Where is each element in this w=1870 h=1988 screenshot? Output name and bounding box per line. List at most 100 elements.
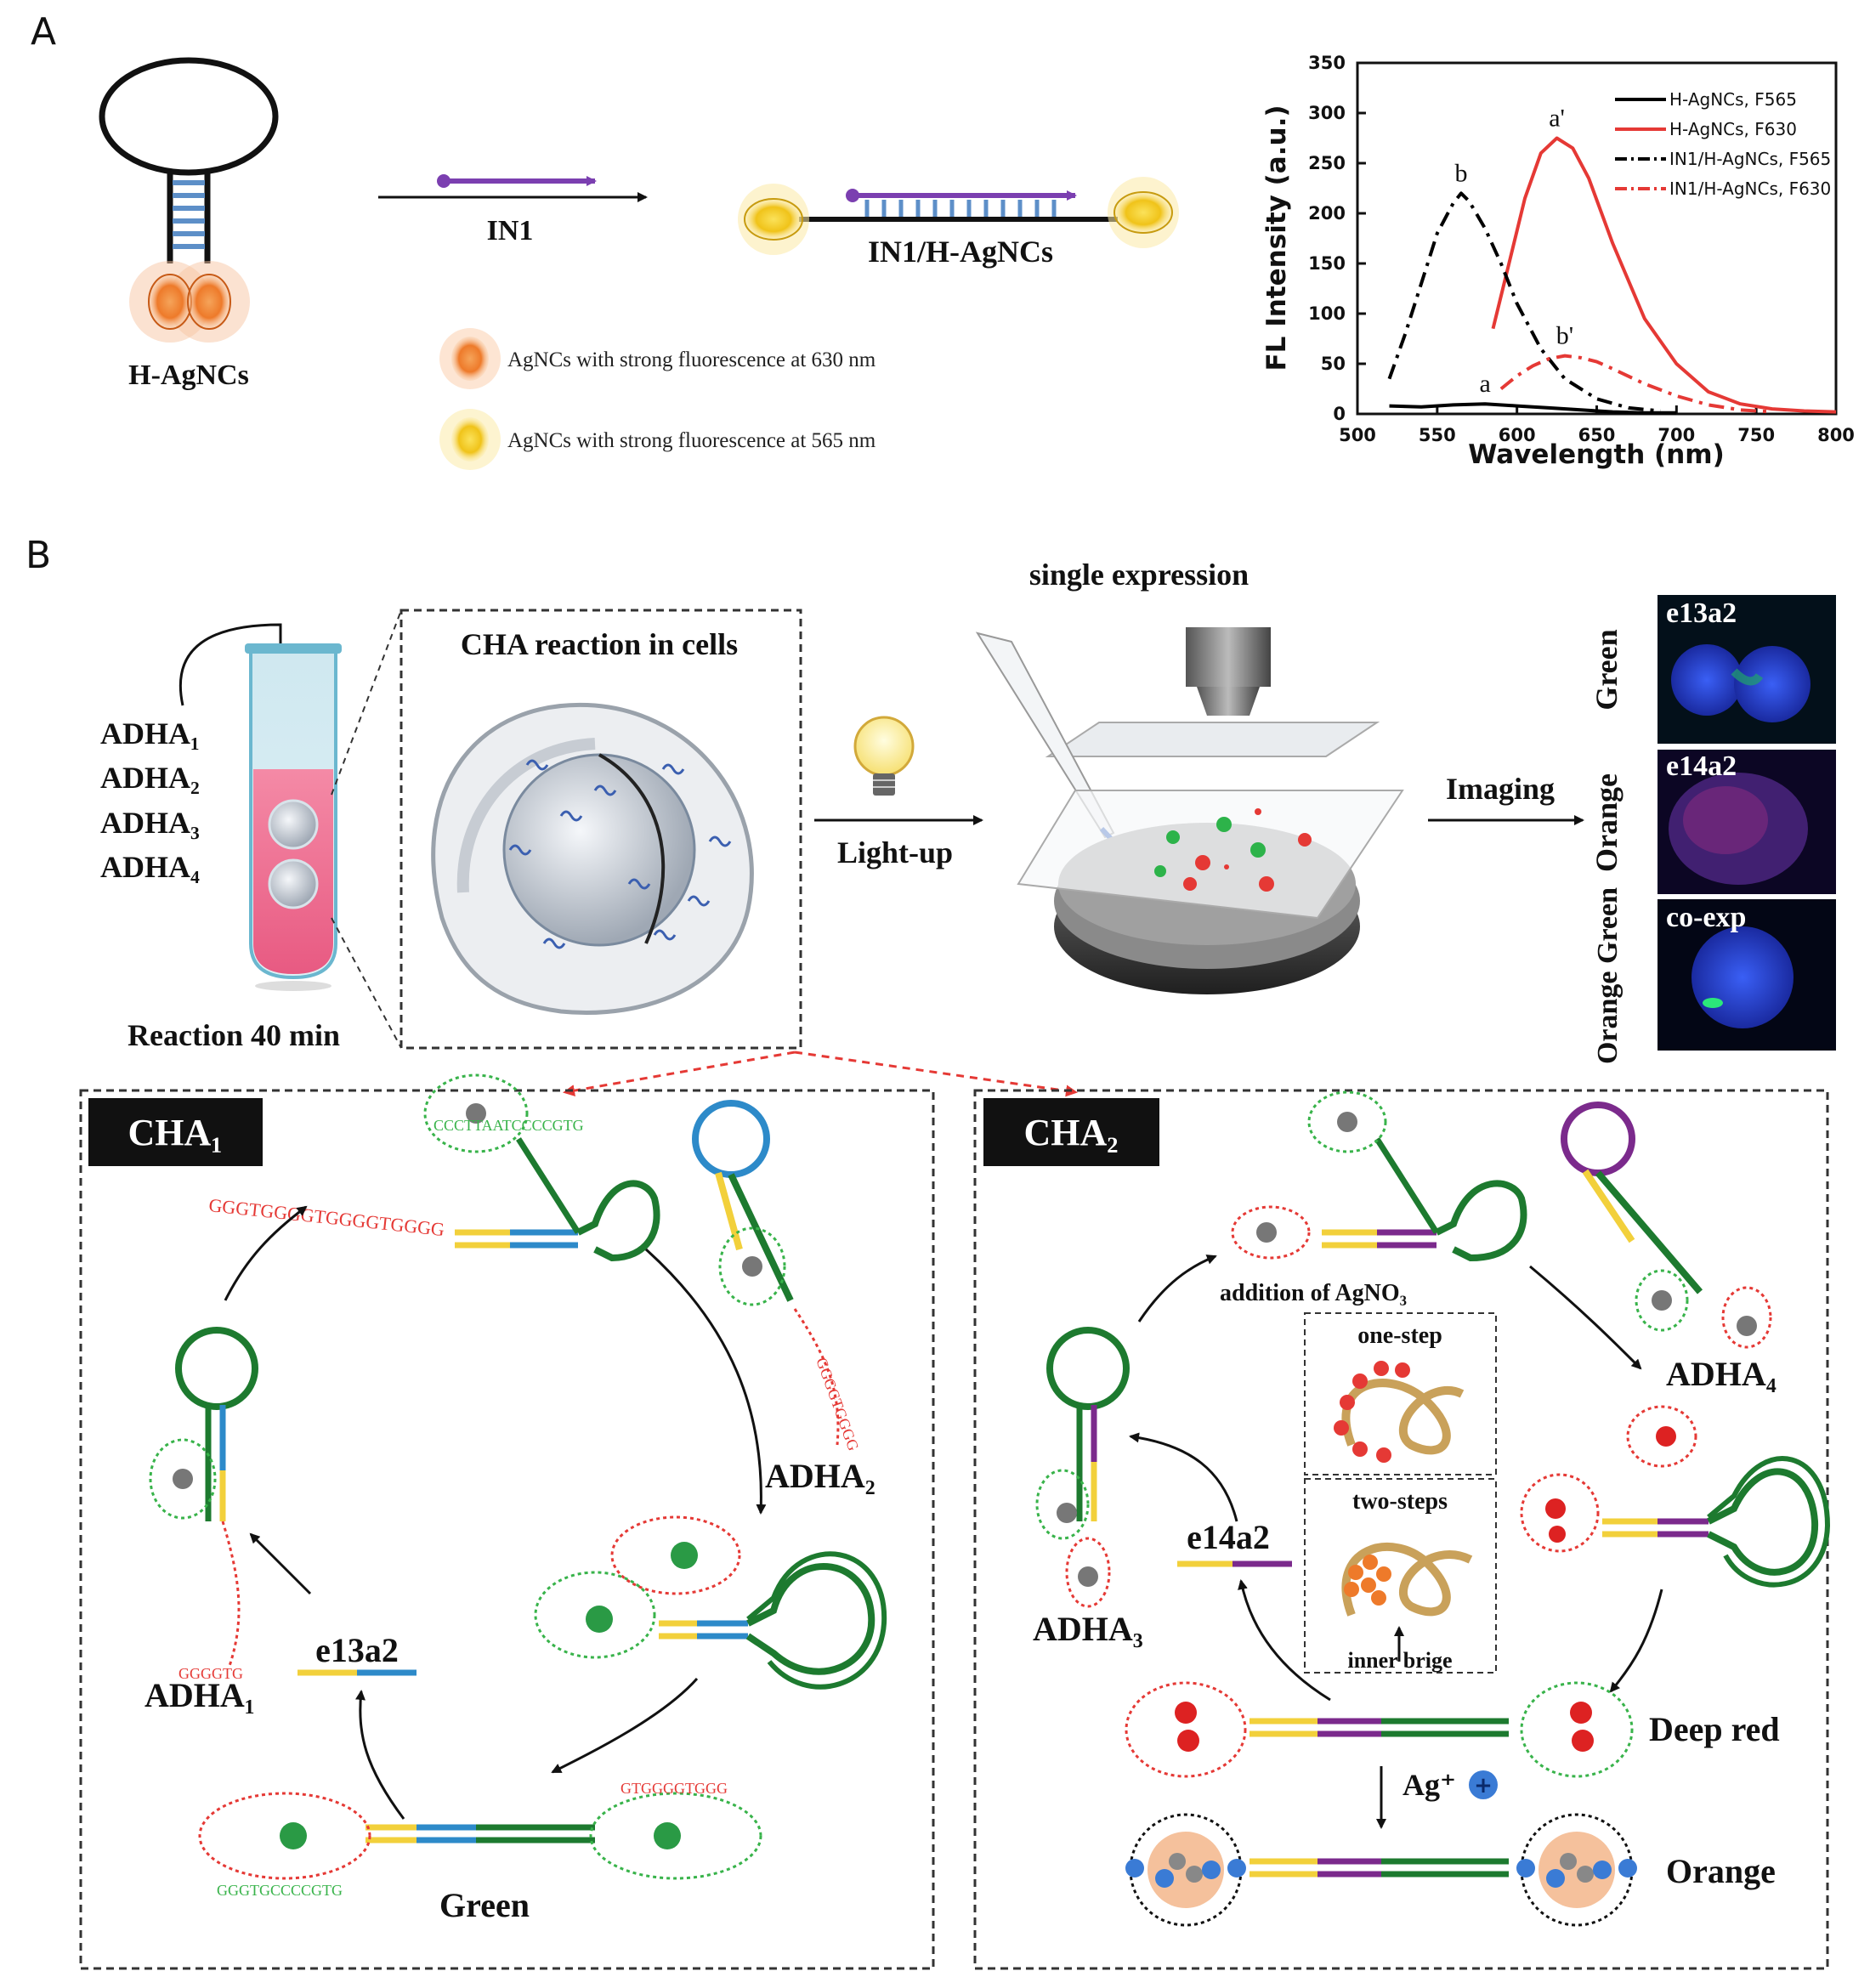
micrograph-e13a2-side: Green (1590, 629, 1624, 710)
cha2-arrow-4 (1129, 1432, 1238, 1522)
cha1-title: CHA₁ (128, 1112, 223, 1153)
cha2-title-bg (983, 1098, 1159, 1166)
cha1-arrow-2 (551, 1678, 699, 1774)
chart-xlabel: Wavelength (nm) (1468, 439, 1725, 470)
legend-565-text: AgNCs with strong fluorescence at 565 nm (507, 429, 876, 452)
cha1-arrow-4 (249, 1532, 312, 1595)
cha2-title: CHA₂ (1024, 1112, 1119, 1153)
inner-bridge-label: inner brige (1347, 1648, 1452, 1673)
cha1-adha1-tail: GGGGTG (178, 1665, 243, 1682)
cha2-target-label: e14a2 (1187, 1518, 1270, 1556)
reaction-time-label: Reaction 40 min (128, 1018, 340, 1052)
x-tick-label: 550 (1419, 425, 1456, 445)
ag-plus-sign: + (1474, 1773, 1493, 1798)
probe-add-arrow (178, 623, 286, 741)
cha2-adha3-hairpin (1035, 1327, 1130, 1608)
micrograph-e14a2 (1658, 750, 1836, 894)
micrograph-e14a2-side: Orange (1590, 773, 1624, 872)
lightbulb-icon (853, 716, 915, 796)
micrograph-co-exp-tag: co-exp (1666, 902, 1746, 933)
cha2-box (973, 1089, 1829, 1970)
series-line (1387, 191, 1661, 413)
y-tick-label: 350 (1308, 53, 1346, 73)
cha2-addition-label: addition of AgNO₃ (1220, 1280, 1407, 1306)
y-tick-label: 0 (1333, 404, 1346, 424)
product-label: IN1/H-AgNCs (868, 235, 1053, 269)
cha1-product (198, 1792, 762, 1880)
cha1-arrow-1 (644, 1248, 767, 1515)
cha2-adha4-label: ADHA₄ (1666, 1355, 1776, 1393)
cha1-box (79, 1089, 935, 1970)
cha1-target-label: e13a2 (315, 1631, 399, 1669)
cha2-intermediate (1520, 1405, 1831, 1588)
one-step-helix (1334, 1361, 1465, 1463)
ag-plus-icon (1469, 1770, 1498, 1799)
imaging-label: Imaging (1446, 772, 1555, 806)
panel-a-letter: A (31, 10, 56, 54)
cha1-loop-seq: CCCTTAATCCCCGTG (434, 1117, 584, 1134)
hairpin-label: H-AgNCs (128, 360, 249, 391)
legend-label: H-AgNCs, F565 (1669, 89, 1797, 110)
cha-cells-title: CHA reaction in cells (461, 627, 738, 661)
two-steps-label: two-steps (1352, 1488, 1448, 1515)
cha2-arrow-5 (1137, 1255, 1217, 1323)
y-tick-label: 150 (1308, 253, 1346, 274)
y-tick-label: 50 (1321, 354, 1346, 374)
cha2-adha4-hairpin (1561, 1102, 1772, 1349)
zoom-line-top (331, 609, 402, 796)
cell-illustration (431, 702, 754, 1015)
cha1-tail-seq: GGGTGGGGTGGGGTGGGG (207, 1194, 445, 1240)
cha2-arrow-3 (1238, 1579, 1331, 1702)
series-peak-label: b (1454, 159, 1467, 187)
deep-red-label: Deep red (1649, 1710, 1780, 1748)
microscope-illustration (975, 627, 1404, 994)
cha1-adha2-hairpin (692, 1100, 840, 1446)
cha1-top-hairpin (423, 1073, 660, 1262)
series-line (1389, 402, 1677, 415)
micrograph-e13a2-tag: e13a2 (1666, 598, 1737, 629)
x-tick-label: 500 (1339, 425, 1376, 445)
legend-label: IN1/H-AgNCs, F630 (1669, 178, 1831, 199)
one-step-box (1304, 1312, 1497, 1475)
cha1-adha1-hairpin (149, 1327, 258, 1667)
zoom-arrow-cha2 (794, 1051, 1078, 1097)
cha1-product-left-seq: GGGTGCCCCGTG (217, 1882, 343, 1899)
cha2-arrow-1 (1529, 1265, 1642, 1370)
two-steps-box (1304, 1478, 1497, 1674)
cha-cells-box (400, 609, 802, 1050)
zoom-line-bottom (331, 917, 402, 1049)
chart-ylabel: FL Intensity (a.u.) (1261, 105, 1292, 371)
in1-arrow (378, 174, 648, 202)
series-peak-label: b' (1556, 322, 1573, 350)
ag-label: Ag⁺ (1402, 1768, 1456, 1802)
cha1-arrow-5 (224, 1205, 308, 1301)
micrograph-e13a2 (1658, 595, 1836, 744)
x-tick-label: 750 (1737, 425, 1775, 445)
cha2-arrow-2 (1609, 1589, 1663, 1693)
probe-adha3: ADHA₃ (100, 806, 200, 840)
cha2-deep-red-product (1125, 1681, 1634, 1778)
single-expression-label: single expression (1029, 558, 1249, 592)
cha2-adha3-label: ADHA₃ (1033, 1610, 1143, 1648)
lightup-label: Light-up (837, 835, 953, 869)
cha1-adha1-label: ADHA₁ (144, 1676, 255, 1714)
y-tick-label: 300 (1308, 103, 1346, 123)
agncs-legend (439, 328, 501, 470)
cha1-title-bg (88, 1098, 263, 1166)
series-line (1499, 354, 1773, 414)
two-steps-helix (1341, 1543, 1473, 1662)
probe-adha2: ADHA₂ (100, 761, 200, 795)
micrograph-e14a2-tag: e14a2 (1666, 750, 1737, 782)
micrograph-co-exp (1658, 899, 1836, 1051)
cha1-intermediate (534, 1515, 887, 1690)
cha1-product-right-seq: GTGGGGTGGG (620, 1780, 728, 1797)
legend-label: H-AgNCs, F630 (1669, 119, 1797, 139)
cha2-orange-product (1125, 1813, 1637, 1927)
cha1-adha2-label: ADHA₂ (765, 1457, 876, 1495)
cha1-arrow-3 (355, 1690, 405, 1820)
x-tick-label: 800 (1817, 425, 1855, 445)
test-tube (245, 643, 342, 991)
y-tick-label: 200 (1308, 203, 1346, 224)
